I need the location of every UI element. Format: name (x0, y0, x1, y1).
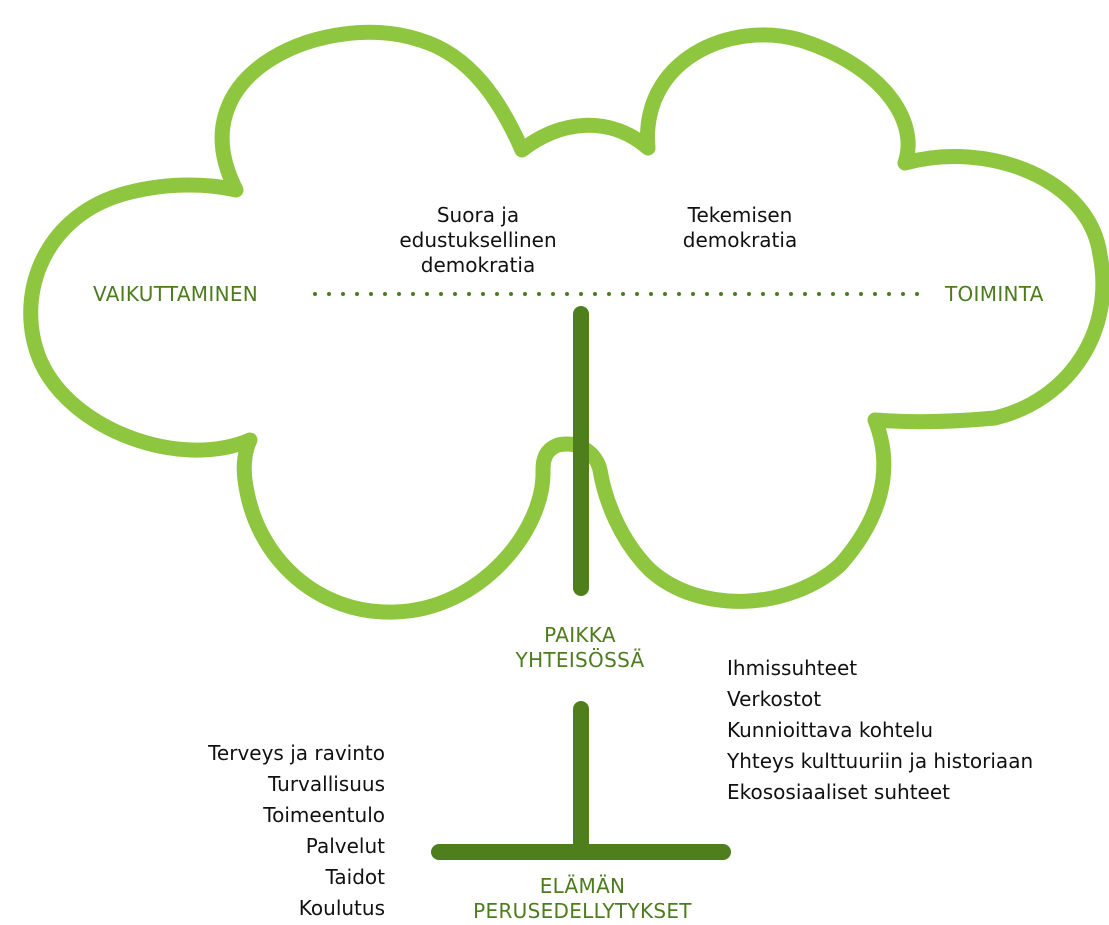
cloud-right-text: Tekemisen demokratia (650, 203, 830, 253)
cloud-left-line-2: edustuksellinen (399, 228, 557, 252)
middle-heading-line-1: PAIKKA (544, 623, 616, 647)
cloud-left-line-3: demokratia (420, 253, 536, 277)
base-heading-line-1: ELÄMÄN (539, 874, 626, 898)
list-item: Yhteys kulttuuriin ja historiaan (727, 749, 1034, 773)
cloud-left-line-1: Suora ja (436, 203, 520, 227)
cloud-outline (23, 24, 1109, 620)
axis-right-label: TOIMINTA (945, 282, 1044, 306)
middle-heading: PAIKKA YHTEISÖSSÄ (490, 623, 670, 673)
list-item: Palvelut (305, 834, 385, 858)
list-item: Taidot (325, 865, 386, 889)
base-item-list: Terveys ja ravinto Turvallisuus Toimeent… (150, 738, 385, 924)
cloud-left-text: Suora ja edustuksellinen demokratia (373, 203, 583, 278)
list-item: Kunnioittava kohtelu (727, 718, 934, 742)
list-item: Terveys ja ravinto (208, 741, 385, 765)
middle-item-list: Ihmissuhteet Verkostot Kunnioittava koht… (727, 653, 1033, 808)
cloud-right-line-2: demokratia (682, 228, 798, 252)
cloud-right-line-1: Tekemisen (687, 203, 793, 227)
base-heading-line-2: PERUSEDELLYTYKSET (473, 899, 692, 923)
axis-left-label: VAIKUTTAMINEN (93, 282, 259, 306)
list-item: Verkostot (727, 687, 822, 711)
list-item: Turvallisuus (267, 772, 385, 796)
list-item: Toimeentulo (263, 803, 385, 827)
middle-heading-line-2: YHTEISÖSSÄ (515, 648, 645, 672)
base-heading: ELÄMÄN PERUSEDELLYTYKSET (450, 874, 715, 924)
list-item: Ihmissuhteet (727, 656, 858, 680)
list-item: Koulutus (298, 896, 385, 920)
list-item: Ekososiaaliset suhteet (727, 780, 950, 804)
